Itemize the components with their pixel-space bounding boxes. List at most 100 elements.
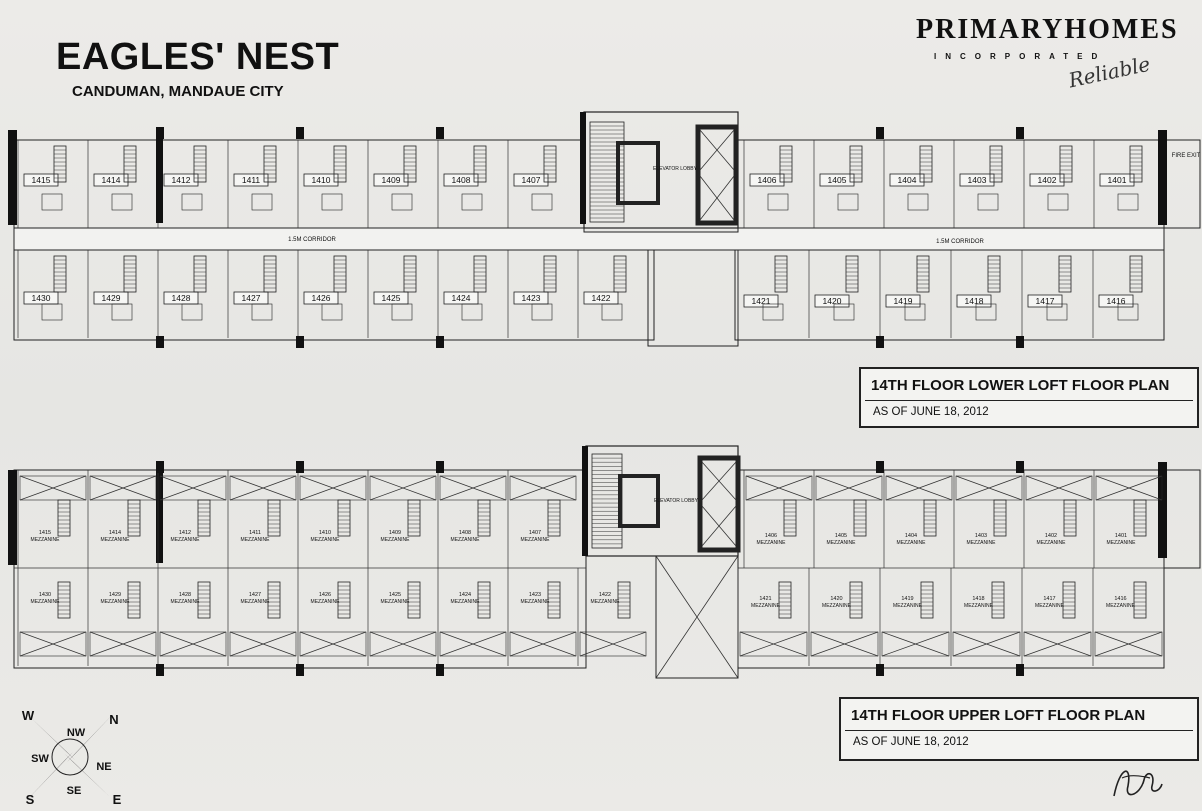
lower-bottom-right-unit-number: 1418 bbox=[965, 296, 984, 306]
mezz-brace-panel bbox=[229, 631, 297, 657]
column bbox=[436, 461, 444, 473]
unit-stair bbox=[267, 499, 281, 537]
lower-plan-title-block: 14TH FLOOR LOWER LOFT FLOOR PLAN AS OF J… bbox=[859, 367, 1199, 428]
end-wall-right bbox=[1158, 130, 1167, 225]
compass-se: SE bbox=[67, 785, 82, 797]
upper-bottom-left-mezz-number: 1422 bbox=[599, 592, 611, 598]
lower-bottom-right-unit-number: 1421 bbox=[752, 296, 771, 306]
core-wall bbox=[582, 446, 588, 556]
upper-lobby-label: ELEVATOR LOBBY bbox=[654, 498, 699, 504]
column bbox=[156, 664, 164, 676]
lower-bottom-left-unit-number: 1425 bbox=[382, 293, 401, 303]
lower-top-left-unit-number: 1409 bbox=[382, 175, 401, 185]
upper-top-left-mezz-label: MEZZANINE bbox=[451, 537, 481, 543]
mezz-brace bbox=[369, 631, 437, 657]
upper-core-stair bbox=[591, 453, 623, 549]
unit-stair bbox=[774, 255, 788, 293]
mezz-brace bbox=[299, 475, 367, 501]
upper-bottom-left-mezz-number: 1423 bbox=[529, 592, 541, 598]
unit-toilet bbox=[41, 193, 63, 211]
unit-stair bbox=[1058, 255, 1072, 293]
upper-top-left-mezz-label: MEZZANINE bbox=[101, 537, 131, 543]
corridor-label-left: 1.5M CORRIDOR bbox=[288, 237, 336, 243]
mezz-brace bbox=[881, 631, 950, 657]
unit-toilet bbox=[1047, 193, 1069, 211]
upper-bottom-right-mezz-label: MEZZANINE bbox=[1106, 603, 1136, 609]
shaft-x bbox=[701, 505, 737, 547]
mezz-brace bbox=[89, 475, 157, 501]
void-x bbox=[655, 555, 739, 679]
unit-stair bbox=[267, 581, 281, 619]
compass-e: E bbox=[113, 792, 122, 807]
upper-bottom-left-mezz-label: MEZZANINE bbox=[451, 599, 481, 605]
upper-top-right-mezz-number: 1402 bbox=[1045, 533, 1057, 539]
unit-stair bbox=[127, 499, 141, 537]
party-wall bbox=[156, 130, 163, 223]
mezz-brace-panel bbox=[89, 475, 157, 501]
unit-toilet bbox=[762, 303, 784, 321]
mezz-brace bbox=[815, 475, 883, 501]
lower-top-left-unit-number: 1414 bbox=[102, 175, 121, 185]
unit-stair bbox=[477, 499, 491, 537]
unit-stair bbox=[1129, 255, 1143, 293]
unit-stair bbox=[849, 145, 863, 183]
upper-bottom-right-mezz-number: 1419 bbox=[901, 596, 913, 602]
unit-stair bbox=[1059, 145, 1073, 183]
mezz-brace-panel bbox=[369, 475, 437, 501]
brand-subtitle: INCORPORATED bbox=[934, 52, 1107, 61]
unit-stair bbox=[123, 145, 137, 183]
lower-top-left-unit-number: 1412 bbox=[172, 175, 191, 185]
unit-stair bbox=[1129, 145, 1143, 183]
unit-stair bbox=[473, 255, 487, 293]
upper-bottom-right-mezz-number: 1416 bbox=[1114, 596, 1126, 602]
upper-top-left-mezz-label: MEZZANINE bbox=[311, 537, 341, 543]
unit-toilet bbox=[601, 303, 623, 321]
mezz-brace-panel bbox=[952, 631, 1021, 657]
lower-bottom-left-unit-box bbox=[513, 291, 549, 305]
unit-toilet bbox=[111, 303, 133, 321]
unit-toilet bbox=[975, 303, 997, 321]
mezz-brace bbox=[579, 631, 647, 657]
lower-top-left-unit-box bbox=[513, 173, 549, 187]
upper-bottom-left-mezz-label: MEZZANINE bbox=[241, 599, 271, 605]
upper-top-right-mezz-label: MEZZANINE bbox=[1037, 540, 1067, 546]
mezz-brace-panel bbox=[299, 475, 367, 501]
lower-top-right-unit-box bbox=[1099, 173, 1135, 187]
compass-sw: SW bbox=[31, 753, 49, 765]
mezz-brace bbox=[299, 631, 367, 657]
mezz-brace-panel bbox=[810, 631, 879, 657]
compass-needle bbox=[65, 754, 110, 797]
column bbox=[1016, 461, 1024, 473]
unit-stair bbox=[57, 581, 71, 619]
unit-stair bbox=[403, 145, 417, 183]
unit-toilet bbox=[41, 303, 63, 321]
compass-ring bbox=[51, 738, 89, 776]
unit-stair bbox=[193, 145, 207, 183]
fire-exit-label: FIRE EXIT bbox=[1172, 153, 1201, 159]
upper-top-left-mezz-number: 1407 bbox=[529, 530, 541, 536]
compass-s: S bbox=[26, 792, 35, 807]
unit-toilet bbox=[907, 193, 929, 211]
column bbox=[296, 336, 304, 348]
unit-toilet bbox=[251, 303, 273, 321]
mezz-brace bbox=[885, 475, 953, 501]
upper-bottom-left-mezz-number: 1429 bbox=[109, 592, 121, 598]
upper-bottom-right-mezz-number: 1421 bbox=[759, 596, 771, 602]
unit-toilet bbox=[531, 303, 553, 321]
lower-bottom-left-unit-box bbox=[443, 291, 479, 305]
upper-elevator-1 bbox=[618, 474, 660, 528]
mezz-brace-panel bbox=[159, 631, 227, 657]
upper-bottom-left-mezz-label: MEZZANINE bbox=[31, 599, 61, 605]
lower-bottom-left-unit-box bbox=[233, 291, 269, 305]
unit-stair bbox=[849, 581, 863, 619]
upper-top-left-mezz-number: 1412 bbox=[179, 530, 191, 536]
mezz-brace-panel bbox=[369, 631, 437, 657]
mezz-brace-panel bbox=[1094, 631, 1163, 657]
column bbox=[296, 461, 304, 473]
unit-stair bbox=[919, 145, 933, 183]
upper-plan-date: AS OF JUNE 18, 2012 bbox=[853, 736, 969, 748]
lower-bottom-left-unit-number: 1430 bbox=[32, 293, 51, 303]
unit-stair bbox=[783, 499, 797, 537]
unit-stair bbox=[547, 499, 561, 537]
